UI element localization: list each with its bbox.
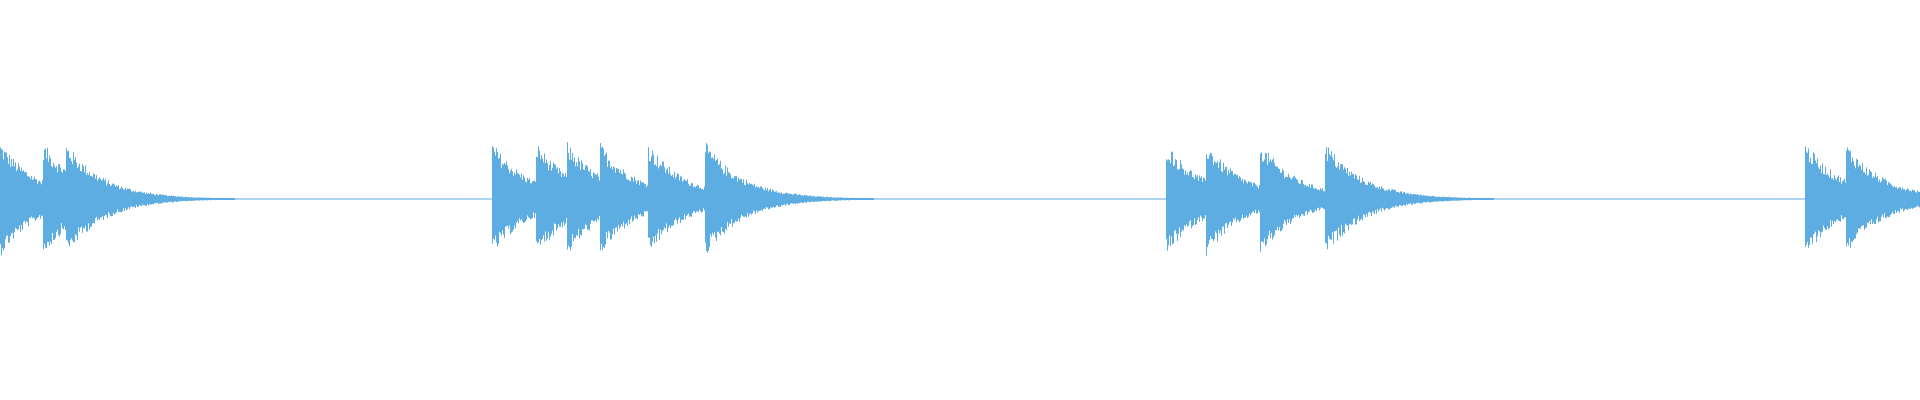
waveform-path — [0, 142, 1920, 256]
waveform-bursts — [0, 142, 1920, 256]
